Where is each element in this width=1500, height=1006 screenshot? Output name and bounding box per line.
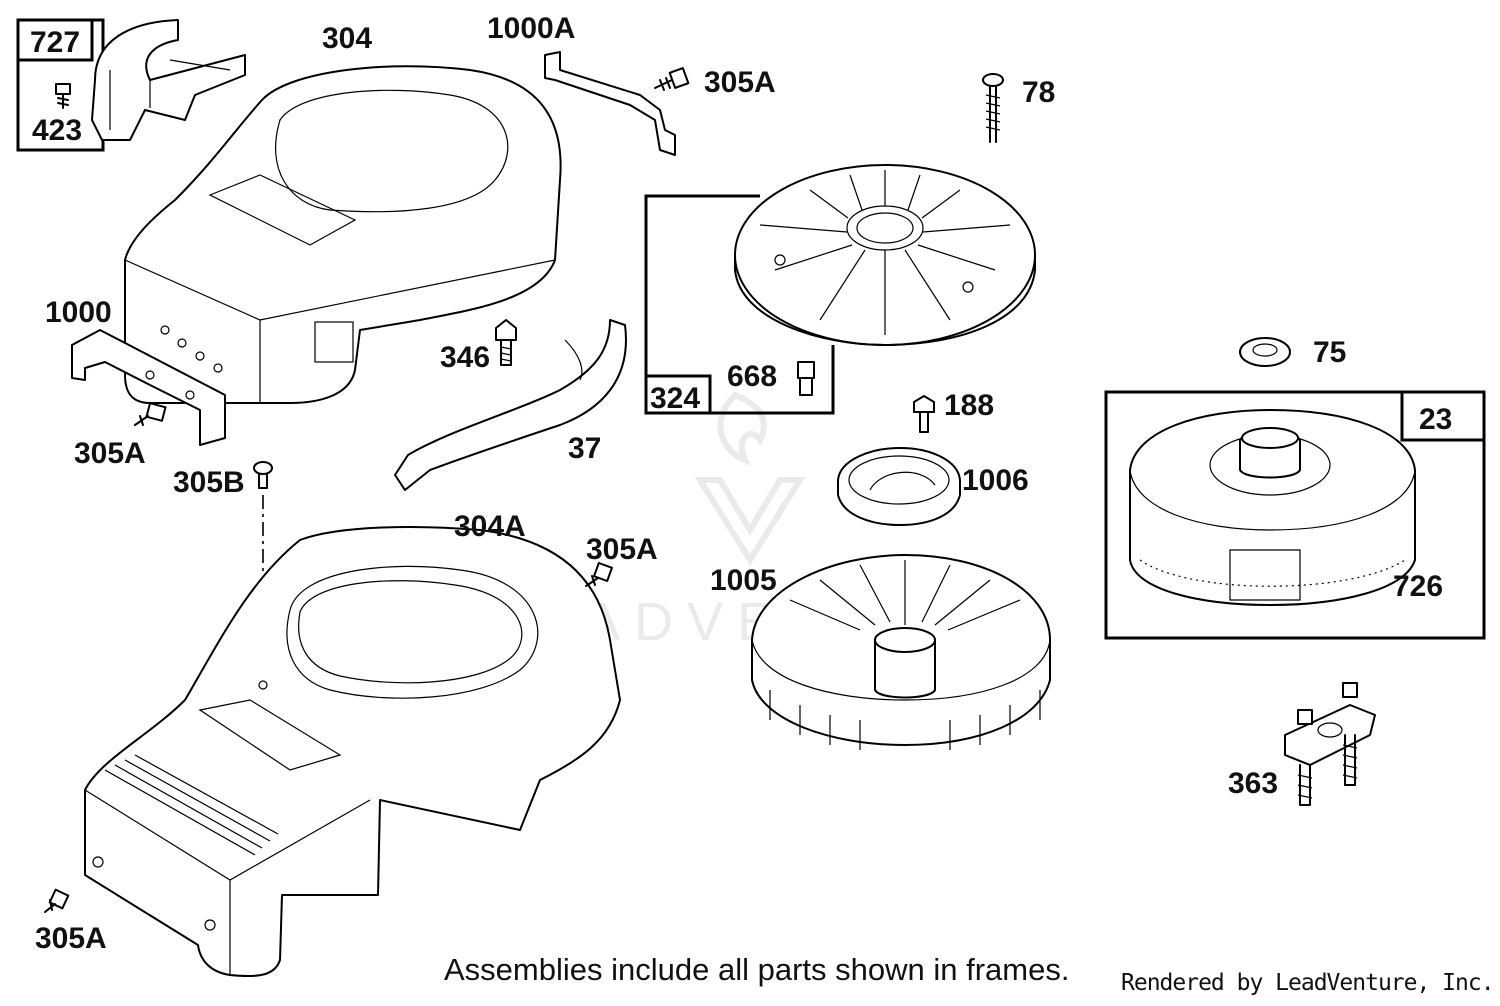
bolt-188-icon <box>913 395 935 433</box>
callout-78: 78 <box>1022 76 1055 109</box>
callout-726: 726 <box>1393 570 1443 603</box>
screw-305a-left-icon <box>134 402 167 426</box>
part-37-baffle <box>394 319 627 491</box>
render-credit: Rendered by LeadVenture, Inc. <box>1121 970 1495 996</box>
callout-324: 324 <box>650 382 700 415</box>
part-363-bracket <box>1284 682 1376 806</box>
part-23-flywheel-assembly <box>1104 390 1486 640</box>
callout-75: 75 <box>1313 336 1346 369</box>
callout-1000a: 1000A <box>487 12 575 45</box>
callout-305a-left: 305A <box>74 437 146 470</box>
callout-304: 304 <box>322 22 372 55</box>
washer-75-icon <box>1239 337 1291 367</box>
callout-305b: 305B <box>173 466 245 499</box>
screw-305a-mid-icon <box>585 562 613 587</box>
footer-note: Assemblies include all parts shown in fr… <box>444 952 1070 987</box>
part-727-air-guide <box>16 18 246 152</box>
callout-423: 423 <box>32 114 82 147</box>
part-1006-ratchet <box>837 447 961 526</box>
part-304-blower-housing <box>124 65 562 404</box>
part-324-rotating-screen <box>644 164 1036 415</box>
part-1000a-bracket <box>544 51 676 156</box>
screw-305a-bottom-icon <box>44 888 70 913</box>
callout-23: 23 <box>1419 403 1452 436</box>
bolt-346-icon <box>495 319 517 366</box>
callout-346: 346 <box>440 341 490 374</box>
part-1000-bracket <box>71 329 226 446</box>
callout-1005: 1005 <box>710 564 777 597</box>
screw-668-icon <box>797 361 815 396</box>
callout-305a-top: 305A <box>704 66 776 99</box>
callout-304a: 304A <box>454 510 526 543</box>
callout-305a-bottom: 305A <box>35 922 107 955</box>
callout-188: 188 <box>944 389 994 422</box>
callout-1000: 1000 <box>45 296 112 329</box>
part-304a-blower-housing <box>84 526 621 978</box>
screw-305a-top-icon <box>654 67 690 91</box>
callout-668: 668 <box>727 360 777 393</box>
callout-305a-mid: 305A <box>586 533 658 566</box>
callout-37: 37 <box>568 432 601 465</box>
bolt-78-icon <box>982 73 1004 143</box>
part-1005-fan <box>751 554 1051 750</box>
callout-363: 363 <box>1228 767 1278 800</box>
callout-1006: 1006 <box>962 464 1029 497</box>
callout-727: 727 <box>30 26 80 59</box>
screw-423-icon <box>55 83 71 109</box>
